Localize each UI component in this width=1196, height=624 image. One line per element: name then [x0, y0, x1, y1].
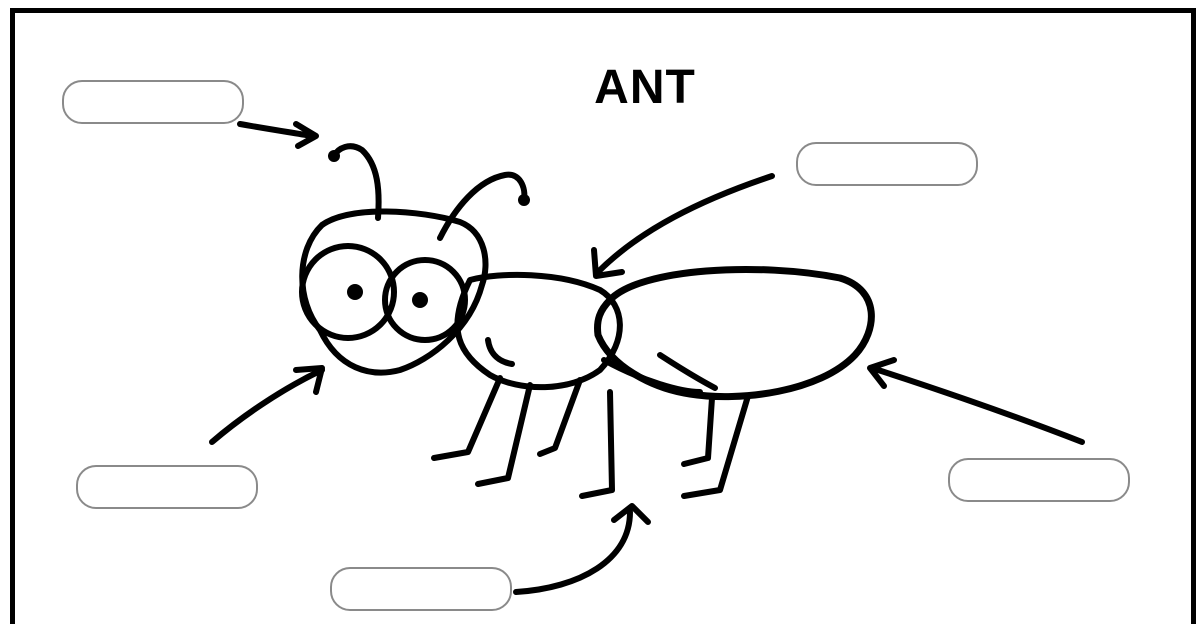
- left-pupil: [347, 284, 363, 300]
- arrow-thorax: [598, 176, 772, 272]
- antenna-tip-left: [328, 150, 340, 162]
- leg-1: [434, 378, 500, 458]
- arrow-head: [212, 370, 322, 442]
- label-box-abdomen[interactable]: [948, 458, 1130, 502]
- label-box-antenna[interactable]: [62, 80, 244, 124]
- leg-3: [540, 380, 580, 454]
- leg-6: [684, 396, 748, 496]
- leg-2: [478, 385, 530, 484]
- label-box-thorax[interactable]: [796, 142, 978, 186]
- arrow-abdomen: [872, 368, 1082, 442]
- arrow-legs: [516, 512, 630, 592]
- antenna-tip-right: [518, 194, 530, 206]
- right-pupil: [412, 292, 428, 308]
- antenna-right: [440, 175, 524, 238]
- antenna-left: [334, 146, 379, 218]
- worksheet-title: ANT: [560, 60, 730, 115]
- leg-4: [582, 392, 612, 496]
- label-box-head[interactable]: [76, 465, 258, 509]
- leg-5: [684, 398, 712, 464]
- label-box-legs[interactable]: [330, 567, 512, 611]
